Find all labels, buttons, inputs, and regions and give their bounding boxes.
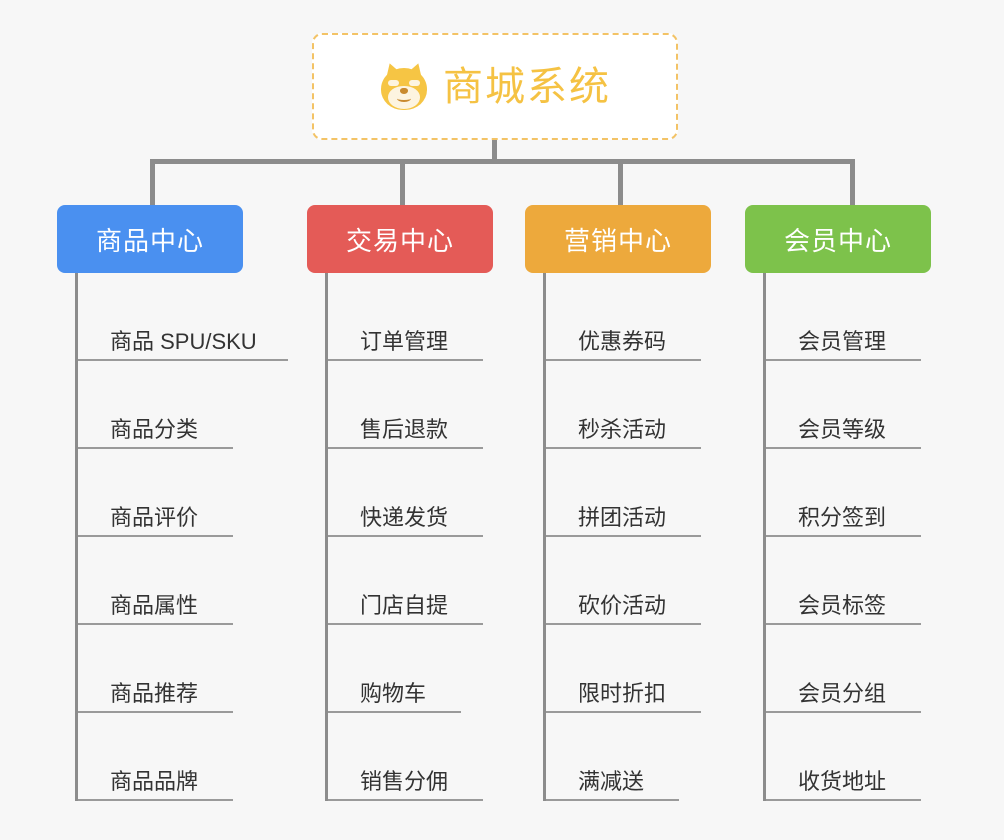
leaf-label: 会员标签: [798, 592, 887, 618]
list-item[interactable]: 限时折扣: [546, 625, 745, 713]
leaf-label: 积分签到: [798, 504, 887, 530]
leaf-label: 购物车: [360, 680, 427, 706]
shiba-dog-icon: [379, 60, 429, 112]
category-header-1[interactable]: 商品中心: [57, 205, 243, 273]
list-item[interactable]: 积分签到: [766, 449, 965, 537]
category-column-2: 交易中心 订单管理 售后退款 快递发货 门店自提 购物车: [307, 205, 527, 801]
leaf-underline: [546, 623, 701, 625]
leaf-underline: [766, 799, 921, 801]
leaf-list-1: 商品 SPU/SKU 商品分类 商品评价 商品属性 商品推荐 商品品牌: [75, 273, 288, 801]
leaf-list-2: 订单管理 售后退款 快递发货 门店自提 购物车 销售分佣: [325, 273, 527, 801]
leaf-list-4: 会员管理 会员等级 积分签到 会员标签 会员分组 收货地址: [763, 273, 965, 801]
leaf-label: 商品推荐: [110, 680, 199, 706]
leaf-label: 会员等级: [798, 416, 887, 442]
leaf-underline: [328, 799, 483, 801]
list-item[interactable]: 商品品牌: [78, 713, 277, 801]
leaf-label: 拼团活动: [578, 504, 667, 530]
leaf-label: 商品 SPU/SKU: [110, 328, 257, 354]
category-column-3: 营销中心 优惠券码 秒杀活动 拼团活动 砍价活动 限时折扣: [525, 205, 745, 801]
category-header-4[interactable]: 会员中心: [745, 205, 931, 273]
leaf-underline: [78, 799, 233, 801]
leaf-underline: [328, 359, 483, 361]
leaf-label: 优惠券码: [578, 328, 667, 354]
list-item[interactable]: 砍价活动: [546, 537, 745, 625]
category-header-3[interactable]: 营销中心: [525, 205, 711, 273]
list-item[interactable]: 快递发货: [328, 449, 527, 537]
list-item[interactable]: 拼团活动: [546, 449, 745, 537]
leaf-label: 订单管理: [360, 328, 449, 354]
category-label: 商品中心: [95, 225, 204, 256]
leaf-underline: [328, 447, 483, 449]
leaf-underline: [766, 359, 921, 361]
leaf-label: 限时折扣: [578, 680, 667, 706]
list-item[interactable]: 会员分组: [766, 625, 965, 713]
list-item[interactable]: 秒杀活动: [546, 361, 745, 449]
list-item[interactable]: 收货地址: [766, 713, 965, 801]
category-label: 交易中心: [345, 225, 454, 256]
category-label: 会员中心: [783, 225, 892, 256]
leaf-label: 砍价活动: [578, 592, 667, 618]
list-item[interactable]: 订单管理: [328, 273, 527, 361]
leaf-label: 商品属性: [110, 592, 199, 618]
leaf-underline: [328, 711, 461, 713]
root-title: 商城系统: [443, 64, 611, 109]
leaf-underline: [546, 799, 679, 801]
list-item[interactable]: 商品评价: [78, 449, 277, 537]
leaf-label: 快递发货: [360, 504, 449, 530]
list-item[interactable]: 会员等级: [766, 361, 965, 449]
root-connector-stub: [492, 140, 497, 164]
leaf-label: 商品品牌: [110, 768, 199, 794]
leaf-label: 会员管理: [798, 328, 887, 354]
list-item[interactable]: 商品属性: [78, 537, 277, 625]
leaf-underline: [766, 447, 921, 449]
category-header-2[interactable]: 交易中心: [307, 205, 493, 273]
list-item[interactable]: 商品推荐: [78, 625, 277, 713]
list-item[interactable]: 优惠券码: [546, 273, 745, 361]
list-item[interactable]: 满减送: [546, 713, 745, 801]
leaf-underline: [78, 359, 288, 361]
list-item[interactable]: 门店自提: [328, 537, 527, 625]
connector-drop-2: [400, 159, 405, 209]
leaf-label: 商品分类: [110, 416, 199, 442]
connector-drop-4: [850, 159, 855, 209]
list-item[interactable]: 会员管理: [766, 273, 965, 361]
list-item[interactable]: 商品分类: [78, 361, 277, 449]
connector-bus-line: [150, 159, 855, 164]
leaf-underline: [546, 447, 701, 449]
leaf-label: 商品评价: [110, 504, 199, 530]
leaf-underline: [766, 711, 921, 713]
leaf-label: 销售分佣: [360, 768, 449, 794]
leaf-label: 满减送: [578, 768, 645, 794]
leaf-list-3: 优惠券码 秒杀活动 拼团活动 砍价活动 限时折扣 满减送: [543, 273, 745, 801]
leaf-underline: [328, 623, 483, 625]
connector-drop-3: [618, 159, 623, 209]
category-label: 营销中心: [563, 225, 672, 256]
list-item[interactable]: 售后退款: [328, 361, 527, 449]
leaf-underline: [766, 535, 921, 537]
leaf-underline: [546, 711, 701, 713]
root-node[interactable]: 商城系统: [312, 33, 678, 140]
leaf-underline: [78, 447, 233, 449]
list-item[interactable]: 商品 SPU/SKU: [78, 273, 288, 361]
connector-drop-1: [150, 159, 155, 209]
leaf-underline: [546, 535, 701, 537]
category-column-1: 商品中心 商品 SPU/SKU 商品分类 商品评价 商品属性 商品推荐: [57, 205, 288, 801]
leaf-label: 收货地址: [798, 768, 887, 794]
leaf-underline: [766, 623, 921, 625]
leaf-underline: [78, 711, 233, 713]
leaf-label: 售后退款: [360, 416, 449, 442]
leaf-label: 会员分组: [798, 680, 887, 706]
leaf-label: 门店自提: [360, 592, 449, 618]
leaf-underline: [78, 623, 233, 625]
list-item[interactable]: 会员标签: [766, 537, 965, 625]
list-item[interactable]: 购物车: [328, 625, 527, 713]
category-column-4: 会员中心 会员管理 会员等级 积分签到 会员标签 会员分组: [745, 205, 965, 801]
leaf-underline: [328, 535, 483, 537]
list-item[interactable]: 销售分佣: [328, 713, 527, 801]
leaf-underline: [78, 535, 233, 537]
leaf-label: 秒杀活动: [578, 416, 667, 442]
leaf-underline: [546, 359, 701, 361]
